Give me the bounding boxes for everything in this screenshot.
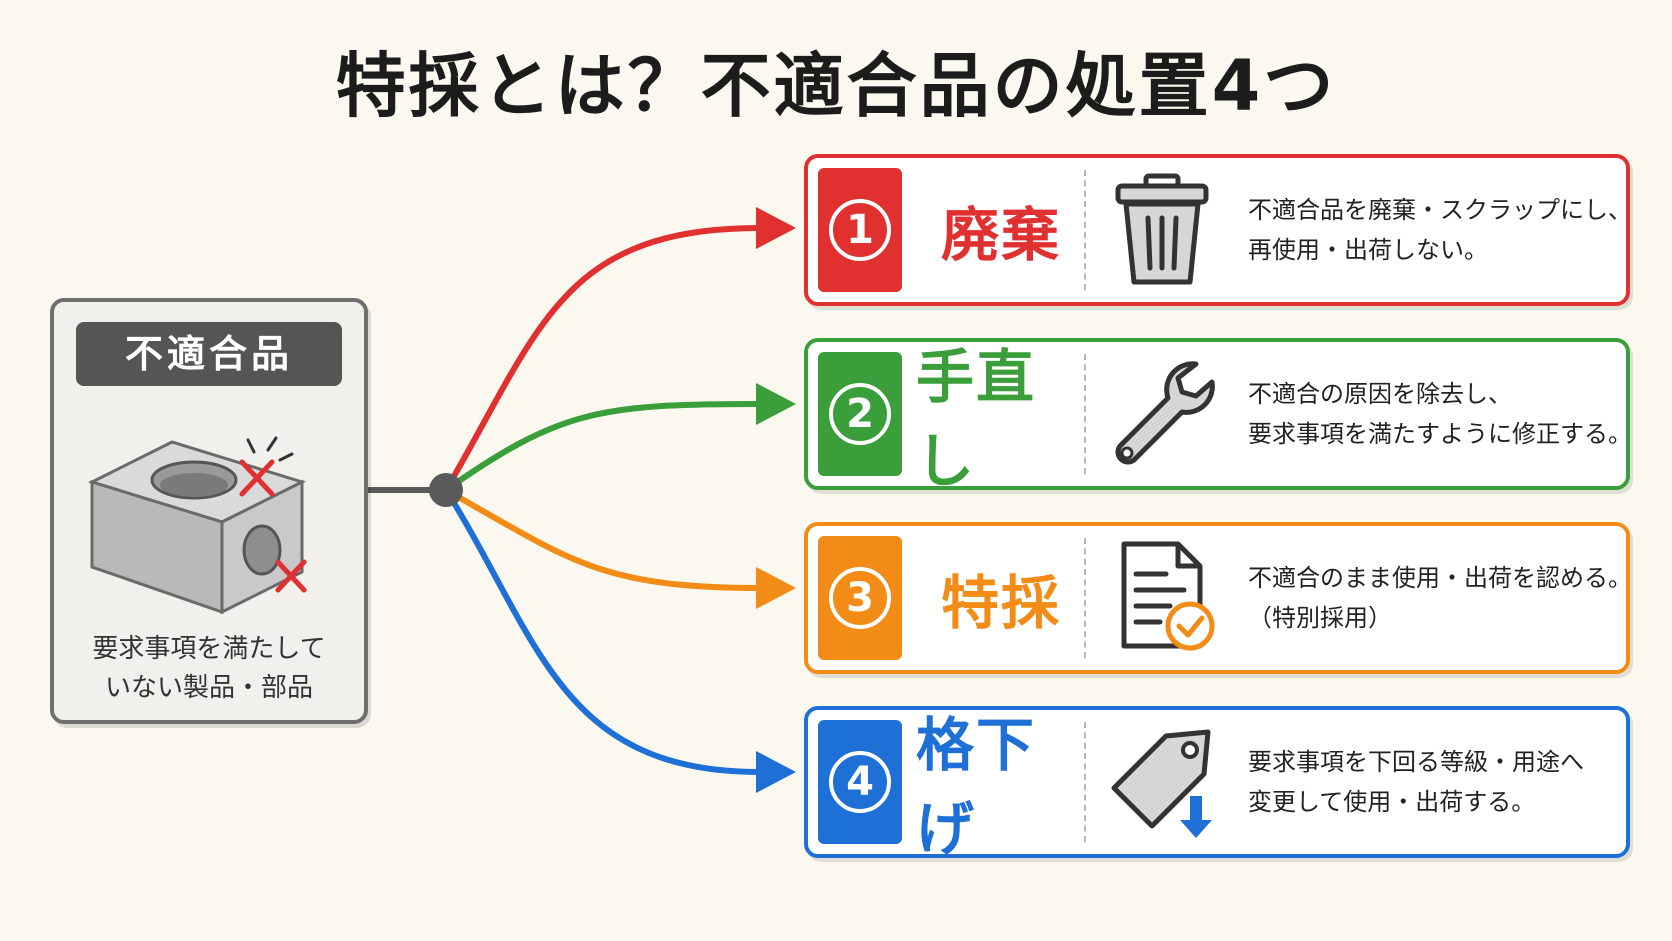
divider: [1084, 170, 1086, 290]
option-number: 3: [829, 567, 891, 629]
defective-block-icon: [87, 436, 307, 615]
option-number-badge: 1: [818, 168, 902, 292]
nonconforming-product-card: 不適合品 要求事項を満たして い: [50, 298, 368, 724]
option-description: 不適合のまま使用・出荷を認める。 （特別採用）: [1248, 526, 1632, 670]
option-number: 2: [829, 383, 891, 445]
option-number: 1: [829, 199, 891, 261]
option-number-badge: 4: [818, 720, 902, 844]
option-description: 不適合の原因を除去し、 要求事項を満たすように修正する。: [1248, 342, 1632, 486]
arrowhead-kakusage: [756, 751, 796, 793]
arrowhead-tokusai: [756, 567, 796, 609]
option-description-line: （特別採用）: [1248, 604, 1392, 632]
source-description-line: 要求事項を満たして: [92, 634, 326, 664]
option-label: 廃棄: [940, 201, 1061, 269]
option-label: 特採: [940, 569, 1061, 637]
option-description-line: 不適合の原因を除去し、: [1248, 380, 1512, 408]
connector-haiki: [443, 225, 761, 492]
connector-kakusage: [443, 488, 761, 775]
price-tag-down-icon: [1111, 729, 1212, 838]
option-number-badge: 2: [818, 352, 902, 476]
divider: [1084, 722, 1086, 842]
arrowhead-tenaoshi: [756, 383, 796, 425]
option-description: 不適合品を廃棄・スクラップにし、 再使用・出荷しない。: [1248, 158, 1632, 302]
option-description-line: 要求事項を満たすように修正する。: [1248, 420, 1632, 448]
option-number: 4: [829, 751, 891, 813]
option-label: 格下げ: [916, 711, 1037, 863]
option-card-tenaoshi: 2 手直し 不適合の原因を除去し、 要求事項を満たすように修正する。: [804, 338, 1632, 495]
option-description-line: 変更して使用・出荷する。: [1248, 788, 1536, 816]
divider: [1084, 354, 1086, 474]
source-description: 要求事項を満たして いない製品・部品: [64, 630, 354, 708]
arrowhead-haiki: [756, 207, 796, 249]
connector-tokusai: [444, 487, 761, 591]
option-card-haiki: 1 廃棄 不適合品を廃棄・スクラップにし、 再使用・出荷しない。: [804, 154, 1632, 306]
document-check-icon: [1121, 541, 1215, 651]
source-description-line: いない製品・部品: [104, 673, 313, 703]
trash-can-icon: [1115, 173, 1209, 285]
option-card-kakusage: 4 格下げ 要求事項を下回る等級・用途へ 変更して使用・出荷する。: [804, 706, 1630, 863]
option-description: 要求事項を下回る等級・用途へ 変更して使用・出荷する。: [1248, 710, 1620, 854]
option-description-line: 要求事項を下回る等級・用途へ: [1248, 748, 1584, 776]
page-title: 特採とは？不適合品の処置4つ: [335, 45, 1337, 127]
wrench-icon: [1115, 361, 1215, 465]
option-description-line: 再使用・出荷しない。: [1248, 236, 1488, 264]
hub-node: [429, 473, 463, 507]
divider: [1084, 538, 1086, 658]
option-description-line: 不適合品を廃棄・スクラップにし、: [1248, 196, 1632, 224]
source-label: 不適合品: [76, 322, 342, 386]
connector-tenaoshi: [444, 401, 761, 493]
option-number-badge: 3: [818, 536, 902, 660]
option-description-line: 不適合のまま使用・出荷を認める。: [1248, 564, 1632, 592]
option-card-tokusai: 3 特採 不適合のまま使用・出荷を認める。 （特別採用）: [804, 522, 1632, 674]
option-label: 手直し: [916, 343, 1037, 495]
